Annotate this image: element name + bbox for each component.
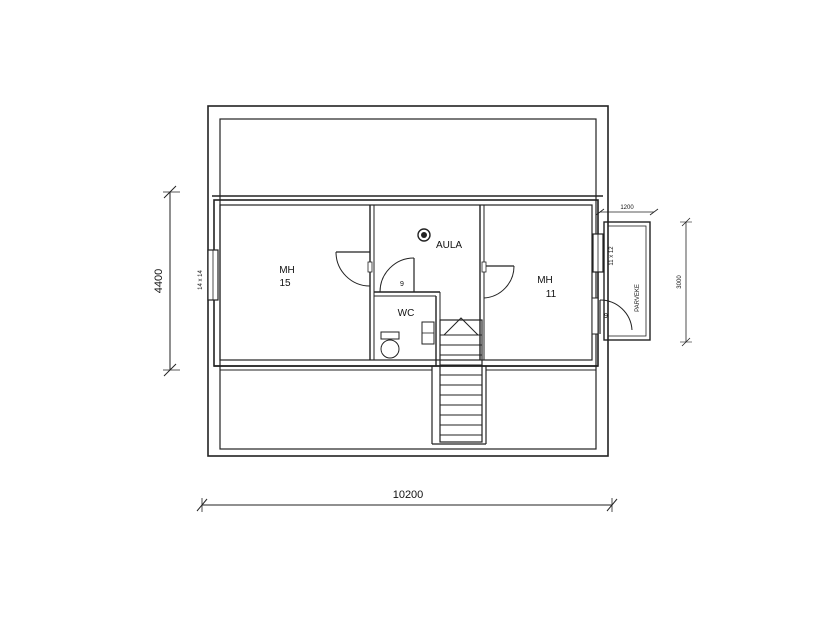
- room-aula-name: AULA: [436, 240, 462, 251]
- room-mh15-name: MH: [279, 265, 295, 276]
- interior-walls: [213, 199, 599, 371]
- dimension-balcony-depth-label: 3000: [677, 275, 683, 289]
- room-mh11-area: 11: [546, 289, 557, 300]
- balcony-label: PARVEKE: [635, 284, 641, 312]
- dimension-balcony-depth: [680, 217, 692, 347]
- dimension-height: [163, 185, 180, 377]
- wc-door-size: 9: [400, 281, 404, 288]
- balcony: [603, 221, 651, 341]
- window-west: [207, 249, 219, 301]
- window-east: [592, 233, 604, 273]
- toilet-icon: [380, 331, 400, 359]
- dimension-balcony-width-label: 1200: [620, 205, 634, 211]
- room-mh15-area: 15: [279, 278, 291, 289]
- room-mh11-name: MH: [537, 275, 553, 286]
- window-west-size: 14 x 14: [198, 269, 204, 289]
- door-mh11: [481, 261, 515, 299]
- dimension-width: [196, 498, 618, 512]
- staircase: [431, 317, 487, 445]
- sink-icon: [421, 321, 435, 345]
- balcony-door-size: 9: [604, 313, 608, 320]
- door-mh15: [335, 251, 373, 287]
- dimension-balcony-width: [595, 208, 659, 216]
- window-east-size: 11 x 12: [609, 246, 615, 266]
- door-balcony: [591, 297, 633, 335]
- dimension-height-label: 4400: [153, 269, 165, 293]
- dimension-width-label: 10200: [393, 489, 424, 501]
- room-wc-name: WC: [398, 308, 415, 319]
- door-wc: [379, 257, 415, 293]
- chimney-icon: [417, 228, 431, 242]
